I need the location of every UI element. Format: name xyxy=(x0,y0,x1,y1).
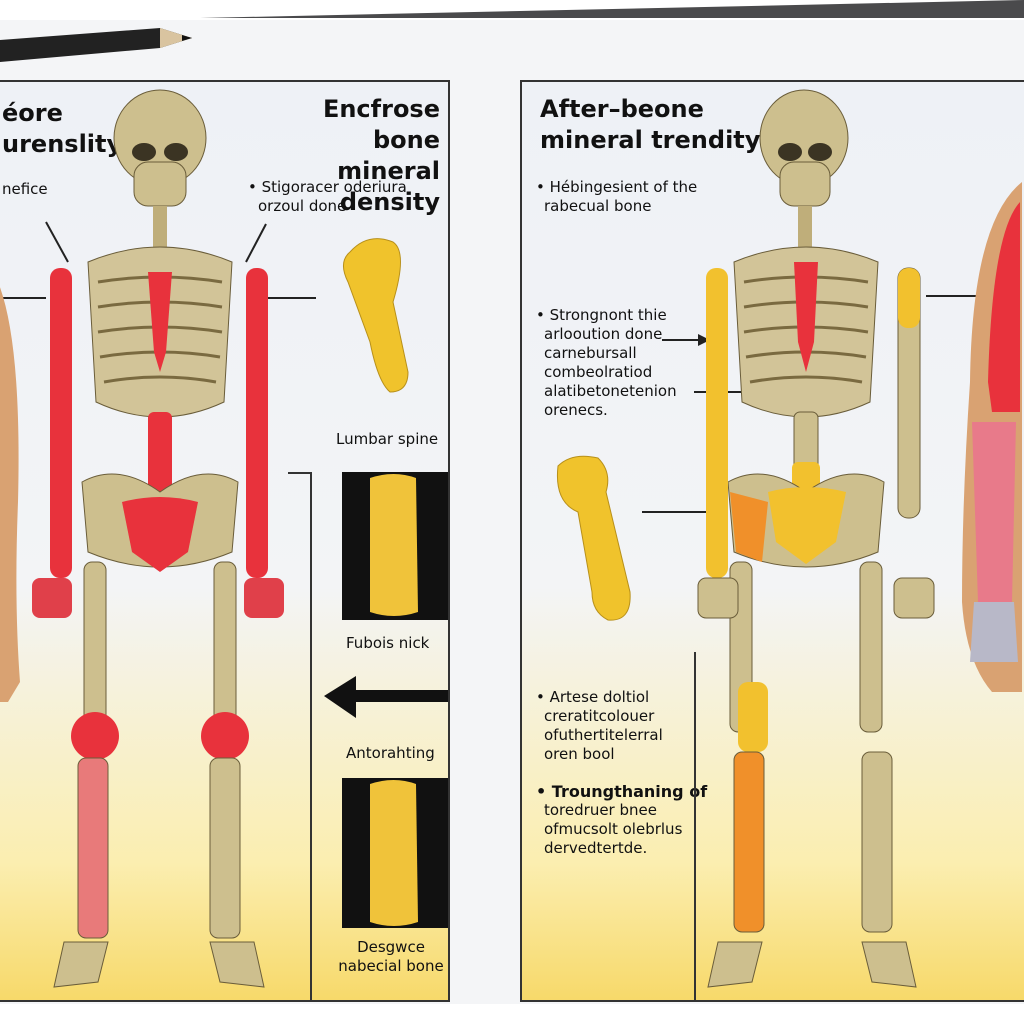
note-line: ofuthertitelerral xyxy=(544,726,663,744)
bone-sample-femur-head xyxy=(343,238,409,393)
bullet-note: • Hébingesient of the rabecual bone xyxy=(536,178,697,216)
note-line: • Hébingesient of the xyxy=(536,178,698,196)
label-fubois: Fubois nick xyxy=(346,634,430,652)
skeleton-after xyxy=(697,89,935,988)
note-line: ofmucsolt olebrlus xyxy=(544,820,683,838)
arrow-left-icon xyxy=(324,676,448,718)
note-line: • Artese doltiol xyxy=(536,688,650,706)
pencil-icon xyxy=(0,28,192,62)
bullet-note: • Strongnont thie arlooution done carneb… xyxy=(536,306,677,420)
label-desgwce: Desgwce nabecial bone xyxy=(332,938,448,976)
note-line: • Troungthaning of xyxy=(536,782,708,801)
divider xyxy=(310,474,312,1000)
after-panel: After–beone mineral trendity • Hébingesi… xyxy=(520,80,1024,1002)
panel-title: After–beone mineral trendity xyxy=(540,94,760,156)
note-line: • Stigoracer oderiura xyxy=(248,178,407,196)
title-line: mineral density xyxy=(337,157,440,216)
note-line: dervedtertde. xyxy=(544,839,648,857)
title-line: After–beone xyxy=(540,95,704,123)
note-line: orenecs. xyxy=(544,401,608,419)
note-line: alatibetonetenion xyxy=(544,382,677,400)
before-illustration xyxy=(0,89,448,988)
label-line: nabecial bone xyxy=(338,957,444,975)
bullet-note: • Stigoracer oderiura orzoul done xyxy=(248,178,407,216)
after-illustration xyxy=(556,89,1022,988)
note-line: oren bool xyxy=(544,745,615,763)
partial-note: nefice xyxy=(2,180,48,198)
title-line: Encfrose bone xyxy=(322,95,440,154)
note-line: arlooution done xyxy=(544,325,663,343)
note-line: orzoul done xyxy=(258,197,347,215)
label-antorahting: Antorahting xyxy=(346,744,435,762)
label-line: Desgwce xyxy=(357,938,425,956)
bullet-note: • Troungthaning of toredruer bnee ofmucs… xyxy=(536,782,707,858)
skeleton-before xyxy=(32,89,284,988)
note-line: creratitcolouer xyxy=(544,707,655,725)
note-line: combeolratiod xyxy=(544,363,653,381)
title-line: mineral trendity xyxy=(540,126,761,154)
note-line: carnebursall xyxy=(544,344,637,362)
panel-title: Encfrose bone mineral density xyxy=(250,94,440,218)
partial-title: éore urenslity xyxy=(2,98,122,160)
bottom-bar xyxy=(0,1004,1024,1024)
bone-sample-femur-head xyxy=(556,455,631,621)
label-lumbar-spine: Lumbar spine xyxy=(336,430,439,448)
title-line: urenslity xyxy=(2,130,123,158)
title-line: éore xyxy=(2,99,63,127)
before-panel: éore urenslity nefice Encfrose bone mine… xyxy=(0,80,450,1002)
divider xyxy=(694,652,696,1000)
note-line: toredruer bnee xyxy=(544,801,657,819)
note-line: rabecual bone xyxy=(544,197,652,215)
note-line: • Strongnont thie xyxy=(536,306,667,324)
bullet-note: • Artese doltiol creratitcolouer ofuther… xyxy=(536,688,663,764)
